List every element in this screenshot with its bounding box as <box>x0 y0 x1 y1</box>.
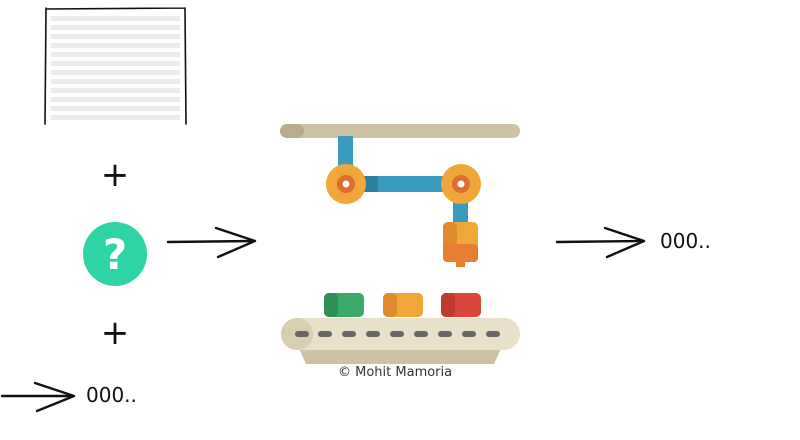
product-box-green <box>324 293 364 317</box>
question-mark: ? <box>103 230 127 279</box>
product-box-orange <box>383 293 423 317</box>
robot-arm-icon <box>280 124 520 267</box>
plus-sign-top: + <box>101 155 130 195</box>
output-label-bottom: 000.. <box>86 383 137 407</box>
document-icon <box>44 7 187 125</box>
arrow-output-icon <box>555 226 646 259</box>
arrow-input-icon <box>0 381 76 413</box>
plus-sign-bottom: + <box>101 313 130 353</box>
conveyor-belt-icon <box>281 318 520 364</box>
product-box-red <box>441 293 481 317</box>
arrow-icon <box>166 226 257 259</box>
credit-text: © Mohit Mamoria <box>338 365 453 380</box>
output-label-right: 000.. <box>660 229 711 253</box>
question-icon: ? <box>83 222 147 286</box>
